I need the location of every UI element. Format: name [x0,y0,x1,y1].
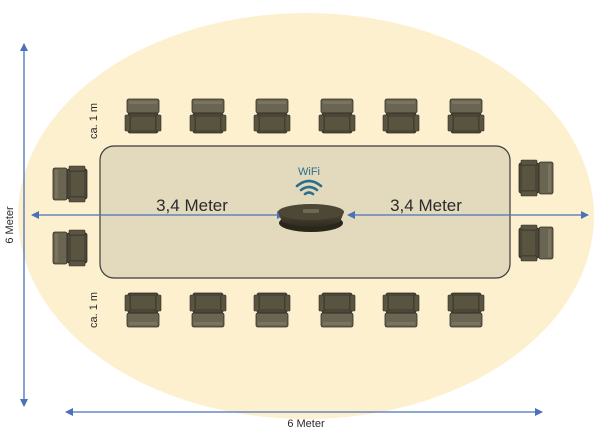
chair-icon [518,224,554,262]
chairs-group [52,98,554,328]
wifi-icon [295,179,323,196]
top-gap-label: ca. 1 m [88,103,100,139]
chair-icon [447,292,485,328]
chair-icon [124,98,162,134]
left-distance-label: 3,4 Meter [156,196,228,215]
chair-icon [52,165,88,203]
chair-icon [253,98,291,134]
wifi-label: WiFi [298,166,320,178]
chair-icon [253,292,291,328]
chair-icon [447,98,485,134]
vertical-size-label: 6 Meter [4,206,16,244]
bottom-gap-label: ca. 1 m [88,292,100,328]
chair-icon [189,292,227,328]
chair-icon [382,98,420,134]
chair-icon [318,98,356,134]
chair-icon [518,159,554,197]
chair-icon [382,292,420,328]
chair-icon [318,292,356,328]
chair-icon [52,229,88,267]
right-distance-label: 3,4 Meter [390,196,462,215]
chair-icon [189,98,227,134]
horizontal-size-label: 6 Meter [287,418,325,430]
chair-icon [124,292,162,328]
conference-speaker-icon [278,204,344,232]
